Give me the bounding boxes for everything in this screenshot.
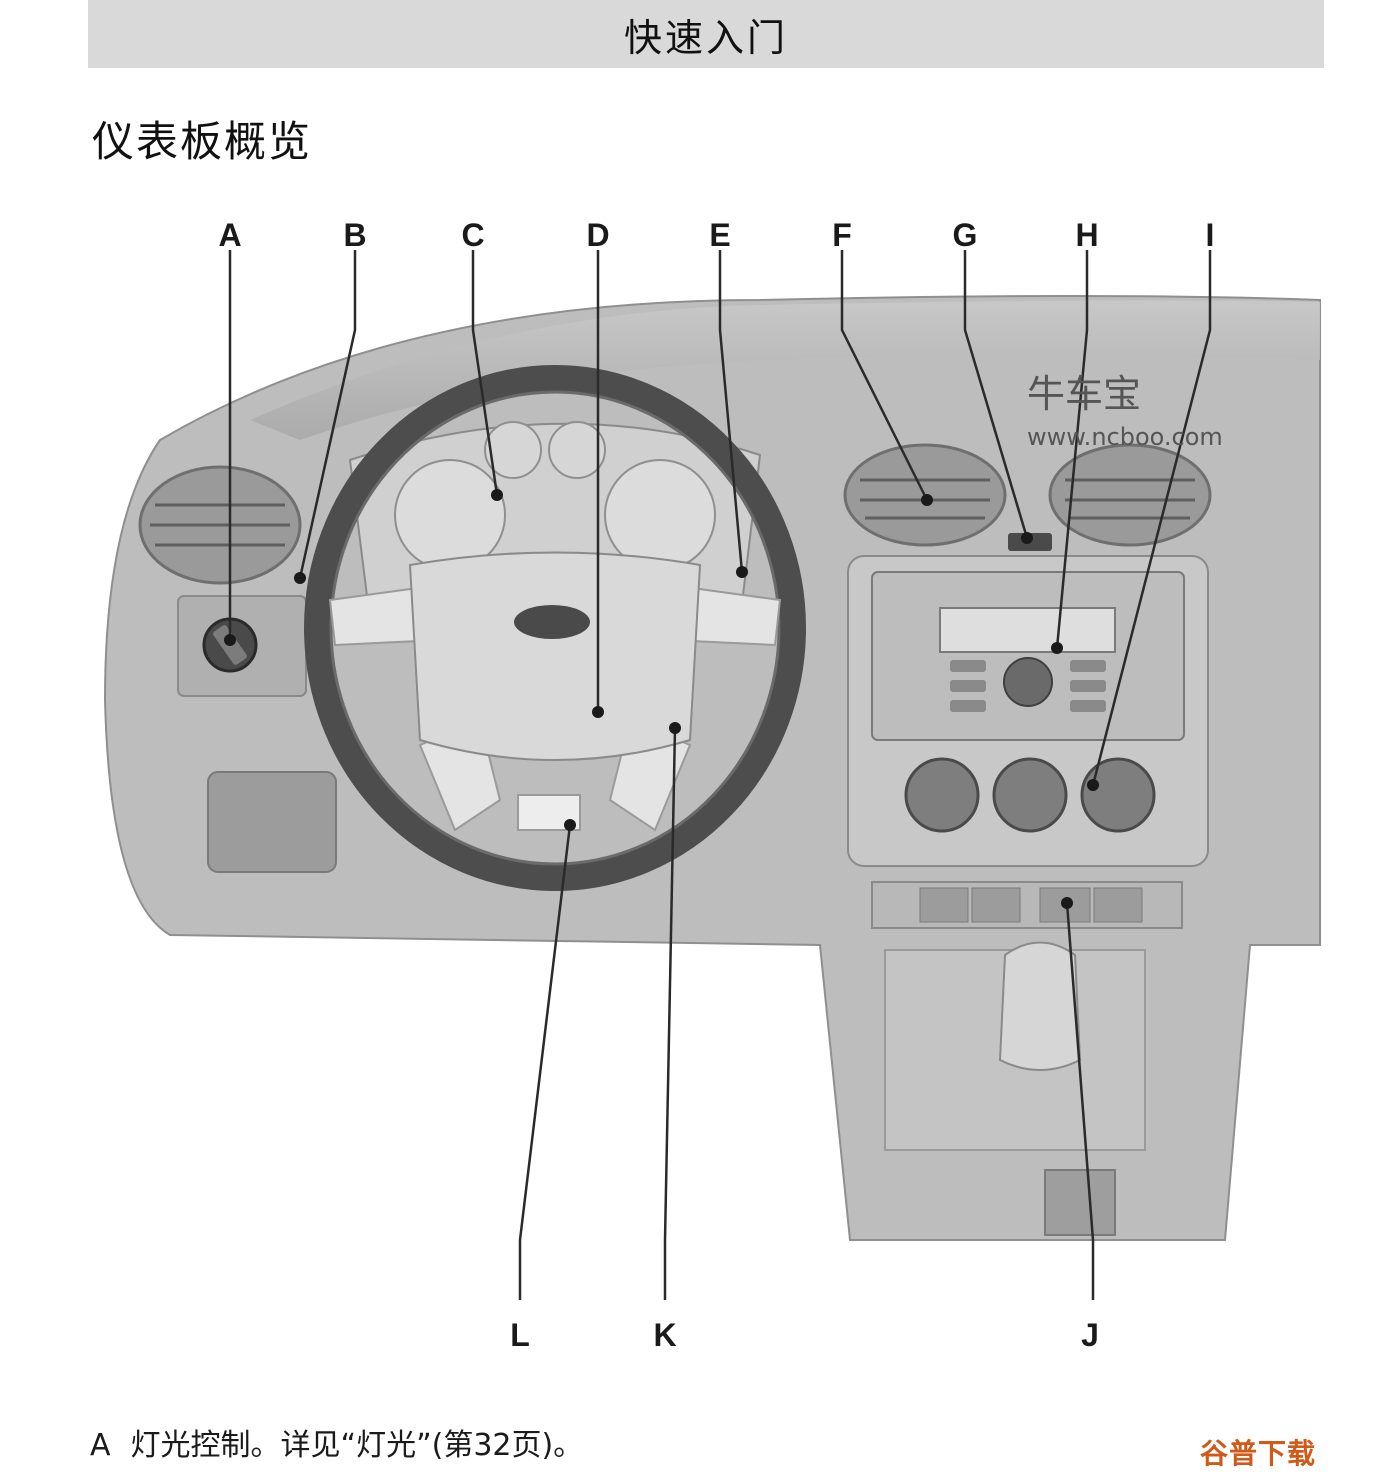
leader-F: [840, 250, 929, 501]
climate-knob-2: [992, 757, 1068, 833]
footer-brand-logo: 谷普下载: [1200, 1437, 1317, 1470]
callout-I: I: [1206, 217, 1215, 253]
callout-A: A: [218, 217, 241, 253]
climate-knob-1: [904, 757, 980, 833]
callout-C: C: [461, 217, 484, 253]
callout-E: E: [709, 217, 730, 253]
callout-F: F: [832, 217, 852, 253]
leader-I: [1091, 250, 1212, 786]
console-bin: [1044, 1169, 1116, 1236]
callout-K: K: [653, 1317, 676, 1353]
leader-H: [1055, 250, 1089, 649]
leader-K: [663, 727, 677, 1300]
center-vent-right: [1048, 443, 1212, 547]
callout-G: G: [953, 217, 978, 253]
airbag-hub: [408, 551, 702, 761]
leader-G: [963, 250, 1029, 539]
callout-H: H: [1075, 217, 1098, 253]
steering-wheel-rim: [304, 365, 806, 891]
audio-unit: [871, 571, 1185, 741]
callout-B: B: [343, 217, 366, 253]
callout-J: J: [1081, 1317, 1099, 1353]
leader-B: [298, 250, 357, 579]
gear-knob: [998, 941, 1082, 1071]
caption-letter: A: [90, 1428, 111, 1463]
section-title: 仪表板概览: [92, 117, 313, 166]
callout-L: L: [510, 1317, 530, 1353]
caption-text: 灯光控制。详见“灯光”(第32页)。: [130, 1428, 584, 1463]
callout-D: D: [586, 217, 609, 253]
lower-cubby: [207, 771, 337, 873]
header-title: 快速入门: [623, 15, 788, 60]
dashboard-top: [250, 300, 1320, 440]
brand-emblem: [514, 605, 590, 639]
header-bar: 快速入门: [88, 0, 1324, 68]
leader-L: [518, 824, 572, 1300]
caption: A 灯光控制。详见“灯光”(第32页)。: [90, 1420, 583, 1464]
watermark-url: www.ncboo.com: [1027, 423, 1223, 451]
climate-knob-3: [1080, 757, 1156, 833]
watermark-name: 牛车宝: [1027, 372, 1141, 416]
leader-J: [1065, 902, 1095, 1300]
leader-E: [718, 250, 744, 573]
leader-C: [471, 250, 499, 496]
